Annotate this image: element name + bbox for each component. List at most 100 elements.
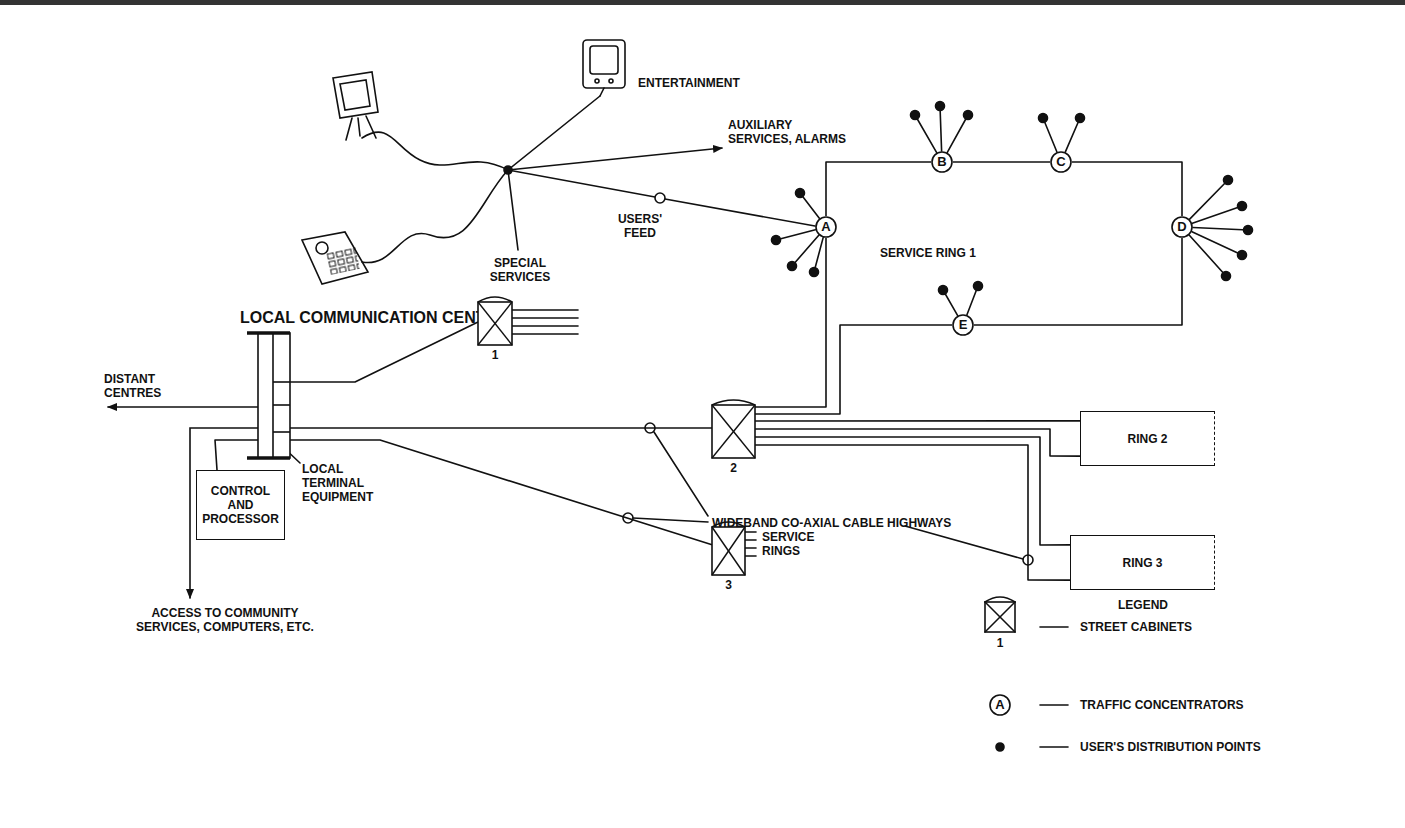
traffic-concentrator: D	[1171, 216, 1193, 238]
node-text: C	[1056, 155, 1065, 169]
cabinet-number: 2	[712, 461, 755, 475]
concentrator-outline	[816, 217, 836, 237]
equipment-cell	[273, 381, 290, 383]
concentrator-outline	[953, 315, 973, 335]
node-text: B	[937, 155, 946, 169]
distribution-spur	[1192, 232, 1242, 255]
distribution-point	[936, 102, 945, 111]
centre-title: LOCAL COMMUNICATION CENTRE	[240, 309, 508, 327]
distribution-spur	[947, 115, 968, 152]
cabinet-number: 3	[712, 578, 745, 592]
cabinet-cross	[478, 302, 512, 345]
distribution-spur	[792, 235, 819, 266]
cable-connector	[290, 322, 478, 382]
cable-connector	[290, 427, 712, 429]
cabinet-number: 1	[478, 348, 512, 362]
distribution-spur	[915, 115, 937, 152]
distribution-spur	[776, 230, 815, 240]
legend-text: USER'S DISTRIBUTION POINTS	[1080, 740, 1261, 754]
equipment-divider	[272, 333, 274, 458]
cable-connector	[953, 161, 1050, 163]
cable-connector	[290, 440, 712, 545]
cabinet-cross	[478, 302, 512, 345]
distribution-spur	[1193, 227, 1248, 230]
cable-label: WIDEBAND CO-AXIAL CABLE HIGHWAYS	[712, 516, 951, 530]
concentrator-outline	[1172, 217, 1192, 237]
ring-label: SERVICE RING 1	[880, 246, 976, 260]
cable-connector	[755, 325, 952, 414]
traffic-concentrator: A	[815, 216, 837, 238]
node-text: D	[1177, 220, 1186, 234]
legend-callout: 1	[990, 636, 1010, 650]
distribution-point	[974, 282, 983, 291]
videophone-monitor	[333, 72, 378, 140]
distribution-point	[1222, 272, 1231, 281]
traffic-concentrator: E	[952, 314, 974, 336]
node-text: CONTROL AND PROCESSOR	[201, 484, 280, 526]
service-ring-box: RING 3	[1070, 535, 1215, 590]
service-label: SPECIAL SERVICES	[478, 256, 562, 284]
street-cabinet: 2	[712, 398, 755, 458]
cable-connector	[755, 429, 1080, 456]
cabinet-body	[712, 405, 755, 458]
distribution-point	[1244, 226, 1253, 235]
cable-connector	[826, 162, 931, 216]
legend-callout: A	[990, 698, 1010, 712]
top-bar	[0, 0, 1405, 5]
equipment-cell	[273, 404, 290, 406]
distribution-spur	[1065, 118, 1080, 152]
cable-connector	[755, 238, 826, 407]
node-text: RING 2	[1127, 432, 1167, 446]
distribution-point	[1238, 251, 1247, 260]
service-label: AUXILIARY SERVICES, ALARMS	[728, 118, 850, 146]
distribution-point	[1224, 176, 1233, 185]
entertainment-tv	[583, 40, 625, 96]
cable-connector	[755, 420, 1080, 422]
terminal-equipment: LOCAL COMMUNICATION CENTRE	[258, 333, 290, 458]
equipment-frame	[258, 333, 290, 458]
terminal-equipment-outline	[258, 333, 290, 458]
distribution-point	[964, 111, 973, 120]
cabinet-cross	[712, 405, 755, 458]
legend-samples	[985, 597, 1068, 751]
legend-heading: LEGEND	[1118, 598, 1168, 612]
equipment-cell	[273, 431, 290, 433]
node-text: E	[959, 318, 968, 332]
equipment-rail	[247, 456, 290, 460]
street-cabinet-symbol	[712, 398, 755, 458]
cabinet-cross	[712, 527, 745, 575]
route-label: DISTANT CENTRES	[104, 372, 178, 400]
cabinet-cross	[712, 527, 745, 575]
service-label: ENTERTAINMENT	[638, 76, 740, 90]
cable-connector	[974, 238, 1182, 325]
distribution-point	[796, 189, 805, 198]
part-label: LOCAL TERMINAL EQUIPMENT	[302, 462, 402, 504]
distribution-spur	[814, 238, 823, 272]
distribution-point	[810, 268, 819, 277]
cable-connector	[755, 445, 1070, 580]
service-ring-box: RING 2	[1080, 411, 1215, 466]
legend-text: STREET CABINETS	[1080, 620, 1192, 634]
distribution-spur	[1043, 118, 1057, 152]
distribution-point	[1039, 114, 1048, 123]
node-text: RING 3	[1122, 556, 1162, 570]
cabinet-body	[478, 302, 512, 345]
distribution-spur	[1189, 235, 1226, 276]
traffic-concentrator: B	[931, 151, 953, 173]
equipment-rail	[247, 331, 290, 335]
concentrator-outline	[1051, 152, 1071, 172]
cable-connector	[215, 440, 258, 470]
distribution-point	[1076, 114, 1085, 123]
cable-connector	[1072, 162, 1182, 216]
distribution-point	[772, 236, 781, 245]
cabinet-body	[712, 527, 745, 575]
street-cabinet: 1	[478, 295, 512, 345]
keypad-terminal	[302, 232, 368, 284]
legend-text: TRAFFIC CONCENTRATORS	[1080, 698, 1244, 712]
cabinet-cross	[712, 405, 755, 458]
concentrator-outline	[932, 152, 952, 172]
feed-label: USERS' FEED	[610, 212, 670, 240]
outlet-label: SERVICE RINGS	[762, 530, 824, 558]
process-box: CONTROL AND PROCESSOR	[196, 470, 285, 540]
route-label: ACCESS TO COMMUNITY SERVICES, COMPUTERS,…	[130, 606, 320, 634]
